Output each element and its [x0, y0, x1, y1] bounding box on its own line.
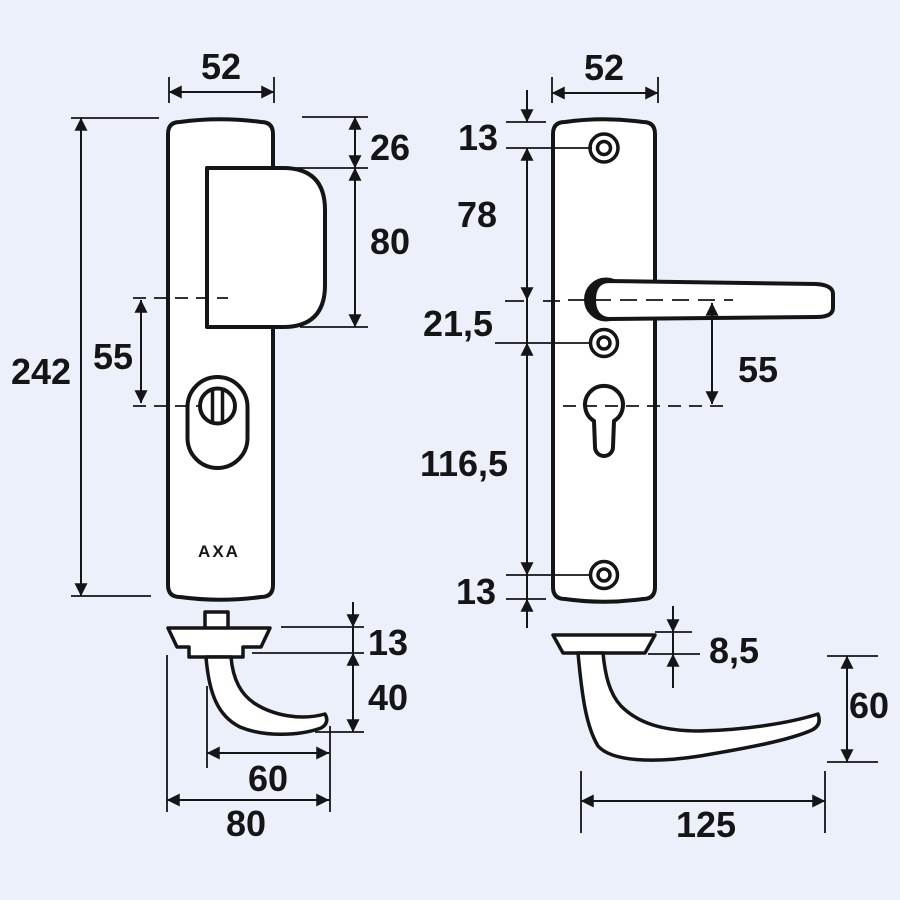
side-view-security-plate: [166, 610, 329, 736]
screw-hole-top-inner: [595, 139, 613, 157]
front-view-lever-plate: [551, 117, 835, 604]
dim-label-screw-spacing: 116,5: [420, 443, 508, 484]
dim-label-total-depth: 80: [226, 803, 266, 844]
dim-label-handle-to-screw: 21,5: [423, 303, 493, 344]
dimensions-front-right: 52 13 78 21,5 116,5 13 55: [420, 47, 778, 628]
dimensions-front-left: 52 242 55 26 80: [11, 46, 410, 597]
dim-label-knob-offset: 26: [370, 127, 410, 168]
dimensions-side-left: 13 40 60 80: [166, 602, 408, 844]
pull-knob-profile: [204, 655, 329, 736]
brand-logo: AXA: [198, 542, 240, 561]
plate-cross-section: [166, 626, 272, 659]
euro-cylinder-hole: [583, 383, 625, 458]
screw-hole-bottom-inner: [596, 567, 612, 583]
dim-label-rose-thickness: 8,5: [709, 630, 759, 671]
anti-drill-disc: [198, 386, 237, 426]
screw-hole-middle-inner: [596, 335, 612, 351]
dim-label-top-to-screw: 13: [458, 117, 498, 158]
plate-outline: [551, 117, 657, 604]
lever-profile: [576, 651, 821, 762]
dim-label-cylinder-offset: 55: [93, 336, 133, 377]
dim-label-handle-to-cylinder: 55: [738, 349, 778, 390]
dim-label-plate-height: 242: [11, 351, 71, 392]
dim-label-plate-width: 52: [201, 46, 241, 87]
dimensions-side-right: 8,5 60 125: [580, 606, 889, 845]
pull-knob: [205, 166, 327, 329]
dim-label-screw-to-handle: 78: [457, 194, 497, 235]
front-view-security-plate: AXA: [166, 117, 327, 602]
side-view-lever-plate: [551, 633, 821, 762]
dim-label-plate-width: 52: [584, 47, 624, 88]
dim-label-rose-thickness: 13: [368, 622, 408, 663]
dim-label-knob-height: 80: [370, 221, 410, 262]
dim-label-grip-reach: 60: [248, 758, 288, 799]
dim-label-grip-depth: 40: [368, 677, 408, 718]
dim-label-lever-height: 60: [849, 685, 889, 726]
dim-label-screw-to-bottom: 13: [456, 571, 496, 612]
dim-label-lever-length: 125: [676, 804, 736, 845]
plate-cross-section: [551, 633, 657, 655]
